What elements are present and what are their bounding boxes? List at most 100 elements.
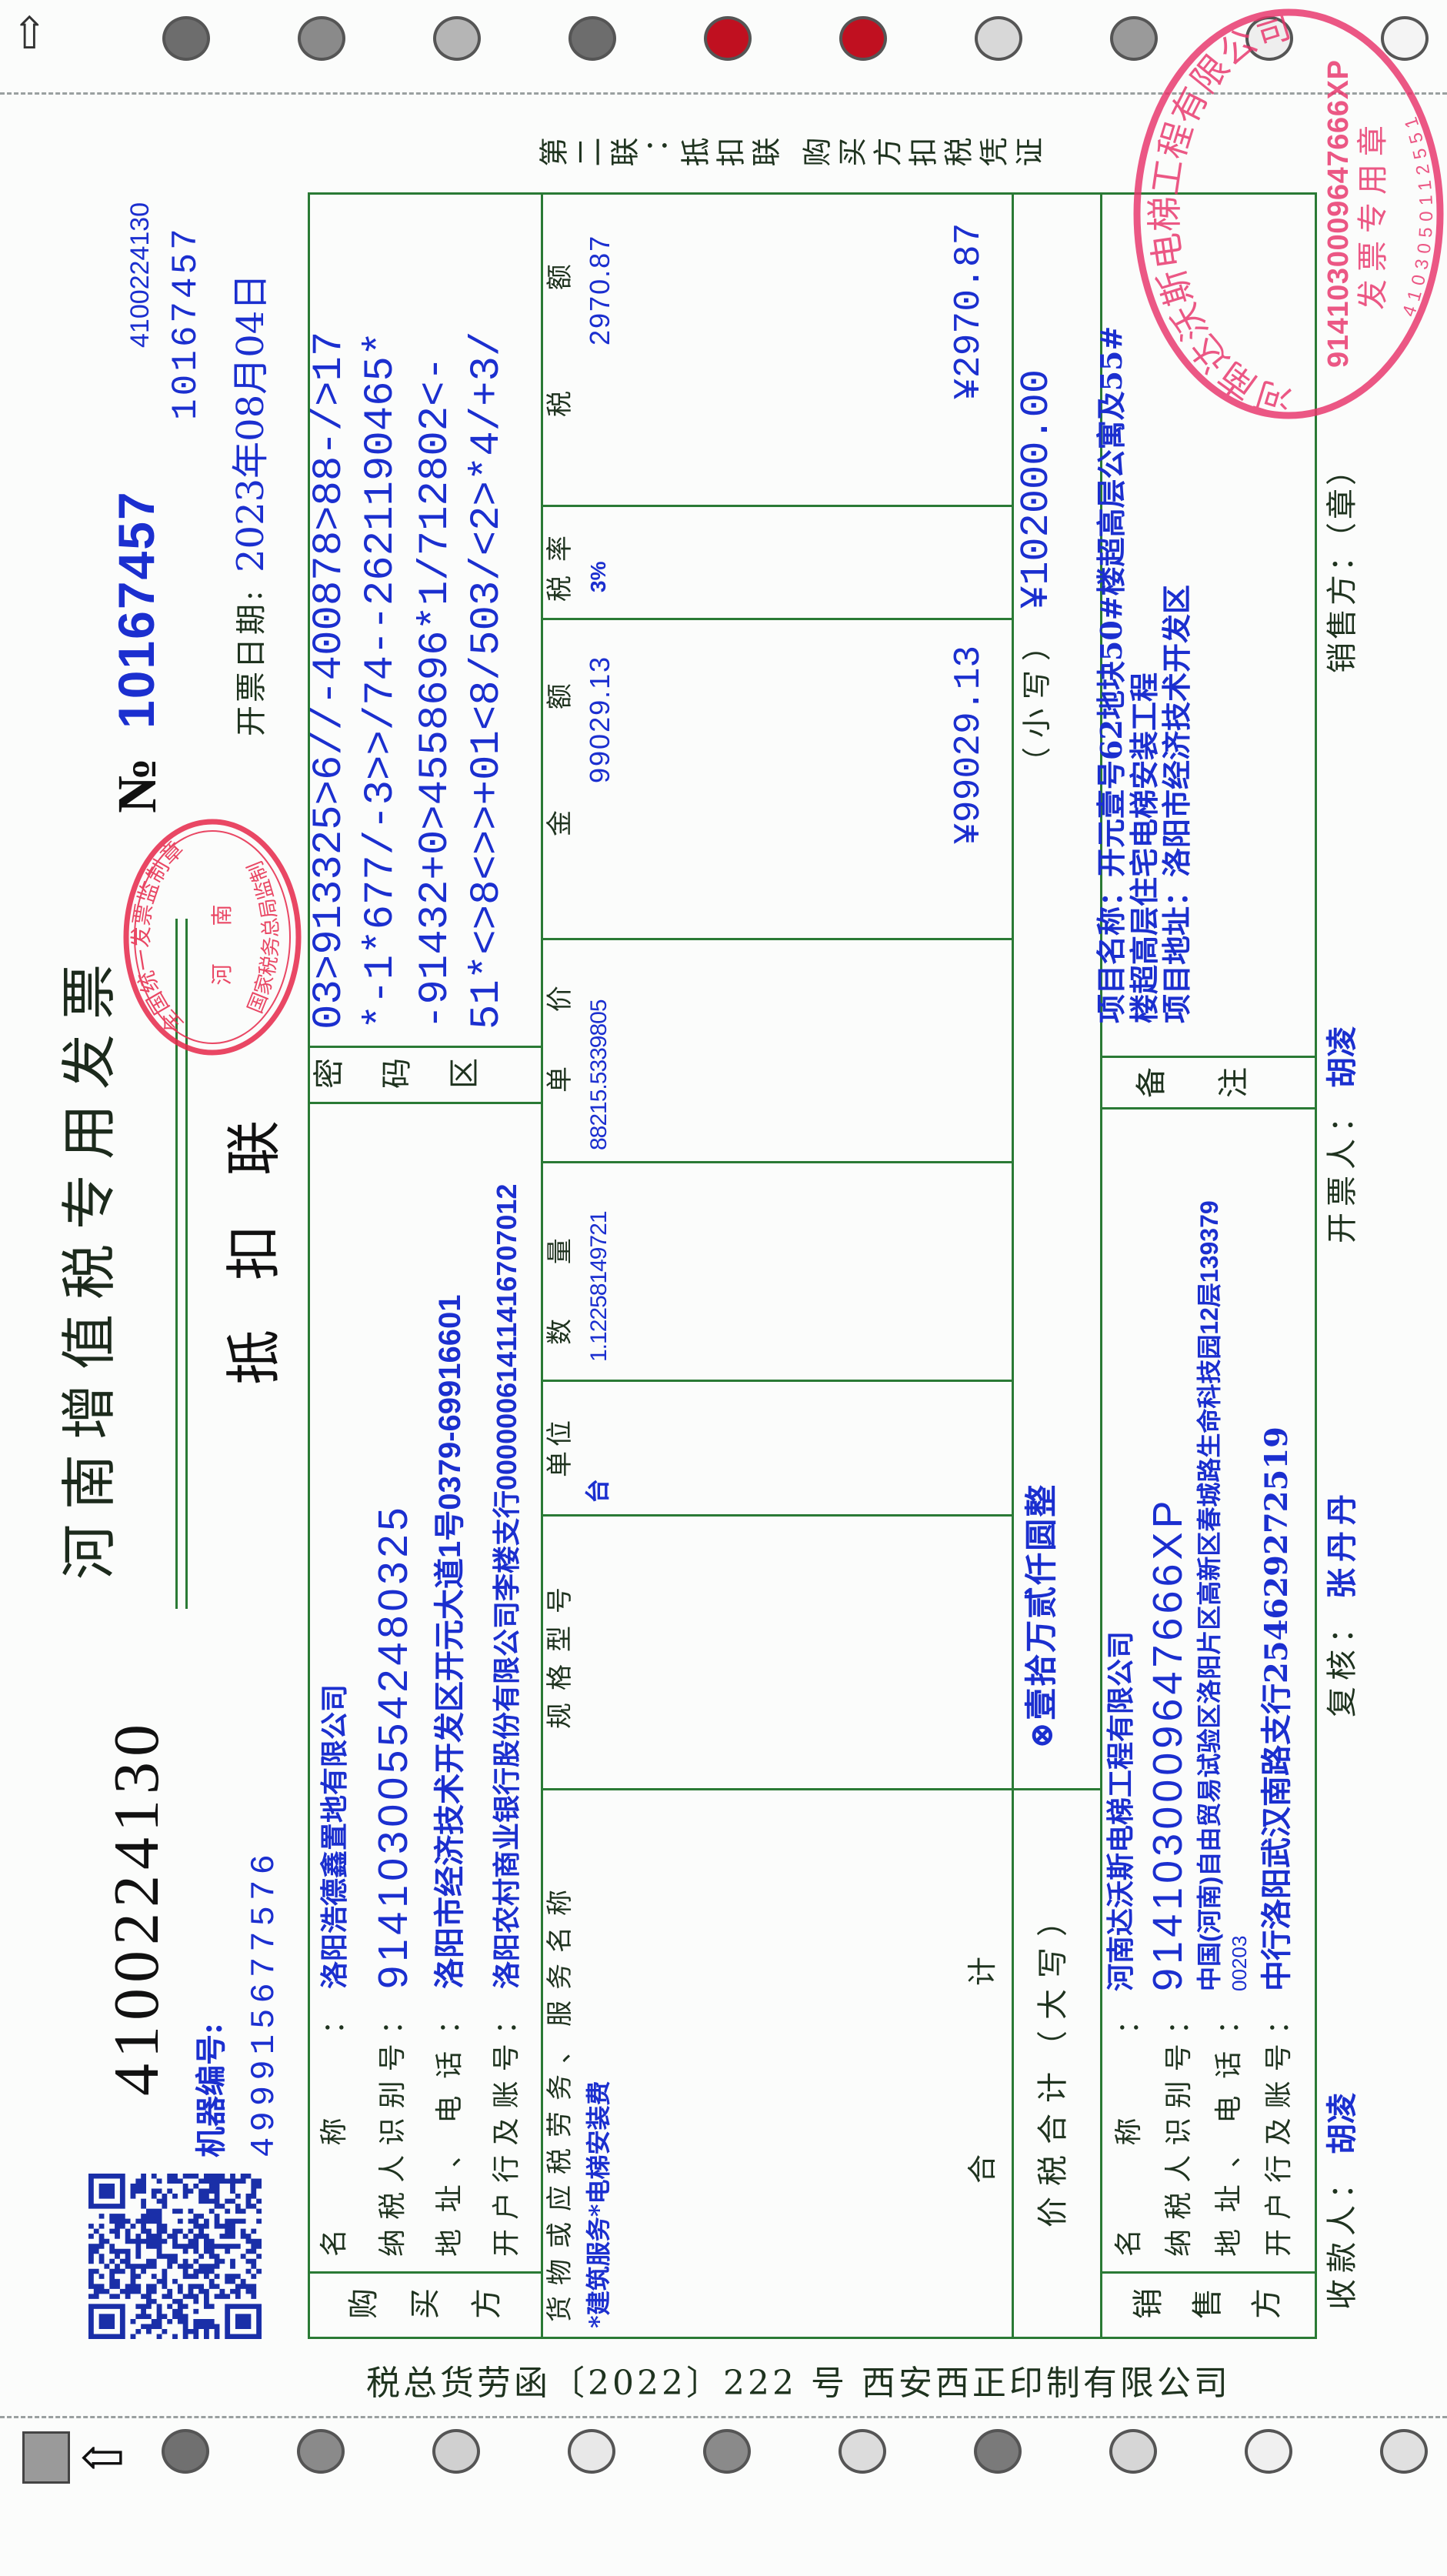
sprocket-hole — [839, 16, 887, 61]
reviewer: 张丹丹 — [1324, 1488, 1360, 1599]
header-unit: 单位 — [545, 1416, 575, 1477]
buyer-tax-id: 914103005542480325 — [370, 1503, 416, 1989]
seller-address-line1: 中国(河南)自由贸易试验区洛阳片区高新区春城路生命科技园12层139379 — [1195, 1200, 1223, 1991]
seller-bank-label: 开户行及账号： — [1263, 2007, 1295, 2257]
number-symbol: № — [106, 757, 168, 813]
buyer-section-label: 购买方 — [347, 2289, 532, 2324]
seller-tax-id: 9141030009647666XP — [1145, 1497, 1191, 1991]
stamp-company: 河南达沃斯电梯工程有限公司 — [1144, 6, 1296, 422]
item-amount: 99029.13 — [584, 655, 615, 783]
item-unit: 台 — [583, 1478, 612, 1503]
copy-label: 第二联：抵扣联 购买方扣税凭证 — [538, 138, 1050, 172]
buyer-name-label: 名称： — [318, 2007, 350, 2257]
left-arrow-icon: ⇦ — [80, 2425, 125, 2488]
issue-date-label: 开票日期: — [234, 587, 269, 736]
feed-marker-box — [22, 2431, 70, 2484]
sprocket-hole — [1110, 16, 1158, 61]
remarks-line: 项目地址：洛阳市经济技术开发区 — [1159, 584, 1194, 1023]
col-divider — [1100, 1056, 1317, 1058]
grand-total-label: 价税合计（大写） — [1035, 1895, 1071, 2227]
cipher-label: 密码区 — [312, 1059, 515, 1094]
remarks-line: 项目名称：开元壹号62地块50#楼超高层公寓及55# — [1094, 325, 1129, 1023]
col-divider — [541, 618, 1012, 620]
buyer-bank-account: 洛阳农村商业银行股份有限公司李楼支行00000061411416707012 — [491, 1183, 522, 1989]
buyer-address-label: 地址、电话： — [434, 2007, 465, 2257]
remarks-line: 楼超高层住宅电梯安装工程 — [1127, 672, 1162, 1023]
sprocket-hole — [1245, 2429, 1292, 2474]
sprocket-hole — [974, 2429, 1022, 2474]
sprocket-hole — [162, 16, 210, 61]
up-arrow-icon: ⇧ — [11, 7, 48, 59]
grand-total-small-label: （小写） — [1020, 622, 1054, 776]
col-divider — [1100, 2271, 1317, 2274]
sprocket-hole — [975, 16, 1022, 61]
svg-text:国家税务总局监制: 国家税务总局监制 — [244, 858, 283, 1017]
header-amount: 金 额 — [545, 637, 575, 836]
drawer: 胡凌 — [1324, 1026, 1360, 1088]
stamp-middle-text: 河 南 — [209, 889, 235, 986]
col-divider — [308, 2271, 541, 2274]
drawer-label: 开票人： — [1325, 1096, 1360, 1243]
sprocket-hole — [432, 2429, 480, 2474]
item-qty: 1.12258149721 — [586, 1211, 612, 1362]
svg-text:全国统一发票监制章: 全国统一发票监制章 — [128, 836, 188, 1038]
col-divider — [541, 1380, 1012, 1382]
item-price: 88215.5339805 — [586, 999, 612, 1150]
invoice-code: 4100224130 — [101, 1719, 172, 2096]
invoice-title: 河南增值税专用发票 — [57, 949, 122, 1580]
col-divider — [541, 1788, 1100, 1790]
col-divider — [541, 505, 1012, 507]
totals-label-1: 合 — [965, 2154, 999, 2184]
cipher-line: 03>913325>6//-400878>88-/>17 — [306, 331, 353, 1029]
total-tax: ¥2970.87 — [949, 222, 990, 400]
issue-date: 2023年08月04日 — [229, 273, 272, 572]
header-item-name: 货物或应税劳务、服务名称 — [545, 1879, 575, 2322]
item-tax: 2970.87 — [584, 234, 615, 345]
header-qty: 数 量 — [545, 1215, 575, 1345]
seller-bank-account: 中行洛阳武汉南路支行254629272519 — [1259, 1426, 1295, 1991]
seller-taxid-label: 纳税人识别号： — [1163, 2007, 1195, 2257]
seller-address-line2: 00203 — [1228, 1935, 1251, 1991]
item-name: *建筑服务*电梯安装费 — [584, 2080, 613, 2328]
seller-name-label: 名称： — [1113, 2007, 1145, 2257]
sprocket-hole — [568, 2429, 615, 2474]
totals-label-2: 计 — [965, 1956, 999, 1986]
sprocket-hole — [1245, 16, 1293, 61]
payee-label: 收款人： — [1325, 2162, 1360, 2310]
col-divider — [541, 938, 1012, 940]
cipher-line: *-1*677/-3>>/74--2621190465* — [358, 331, 405, 1029]
machine-number: 499915677576 — [245, 1849, 284, 2157]
buyer-name: 洛阳浩德鑫置地有限公司 — [318, 1683, 351, 1989]
col-divider — [541, 1161, 1012, 1163]
col-divider — [1100, 1107, 1317, 1109]
seller-address-label: 地址、电话： — [1213, 2007, 1245, 2257]
stamp-bottom-text: 国家税务总局监制 — [244, 858, 283, 1017]
invoice-number-small: 10167457 — [166, 225, 206, 420]
counterfoil-label: 抵扣联 — [222, 1070, 286, 1385]
print-note: 税总货劳函〔2022〕222 号 西安西正印制有限公司 — [366, 2364, 1231, 2403]
col-divider — [541, 1514, 1012, 1517]
sprocket-hole — [1380, 2429, 1428, 2474]
svg-text:河南达沃斯电梯工程有限公司: 河南达沃斯电梯工程有限公司 — [1144, 6, 1296, 422]
perforation-line — [0, 2416, 1447, 2418]
seller-seal-label: 销售方：（章） — [1325, 452, 1360, 673]
header-rate: 税率 — [545, 522, 575, 602]
seller-section-label: 销售方 — [1132, 2289, 1309, 2324]
header-spec: 规格型号 — [545, 1575, 575, 1729]
reviewer-label: 复核： — [1325, 1607, 1360, 1717]
national-supervision-stamp: 全国统一发票监制章 河 南 国家税务总局监制 — [123, 819, 302, 1056]
perforation-line — [0, 92, 1447, 95]
stamp-tax-id: 9141030009647666XP — [1322, 60, 1355, 368]
row-divider — [541, 192, 543, 2339]
header-price: 单 价 — [545, 963, 575, 1093]
sprocket-hole — [839, 2429, 886, 2474]
total-amount: ¥99029.13 — [949, 645, 990, 845]
sprocket-hole — [704, 16, 752, 61]
col-divider — [308, 1046, 541, 1048]
grand-total-words: ⊗壹拾万贰仟圆整 — [1022, 1483, 1060, 1749]
cipher-line: 51*<>8<>>+01<8/503/<2>*4/+3/ — [464, 331, 511, 1029]
buyer-taxid-label: 纳税人识别号： — [377, 2007, 408, 2257]
stamp-top-text: 全国统一发票监制章 — [128, 836, 188, 1038]
sprocket-hole — [1381, 16, 1429, 61]
